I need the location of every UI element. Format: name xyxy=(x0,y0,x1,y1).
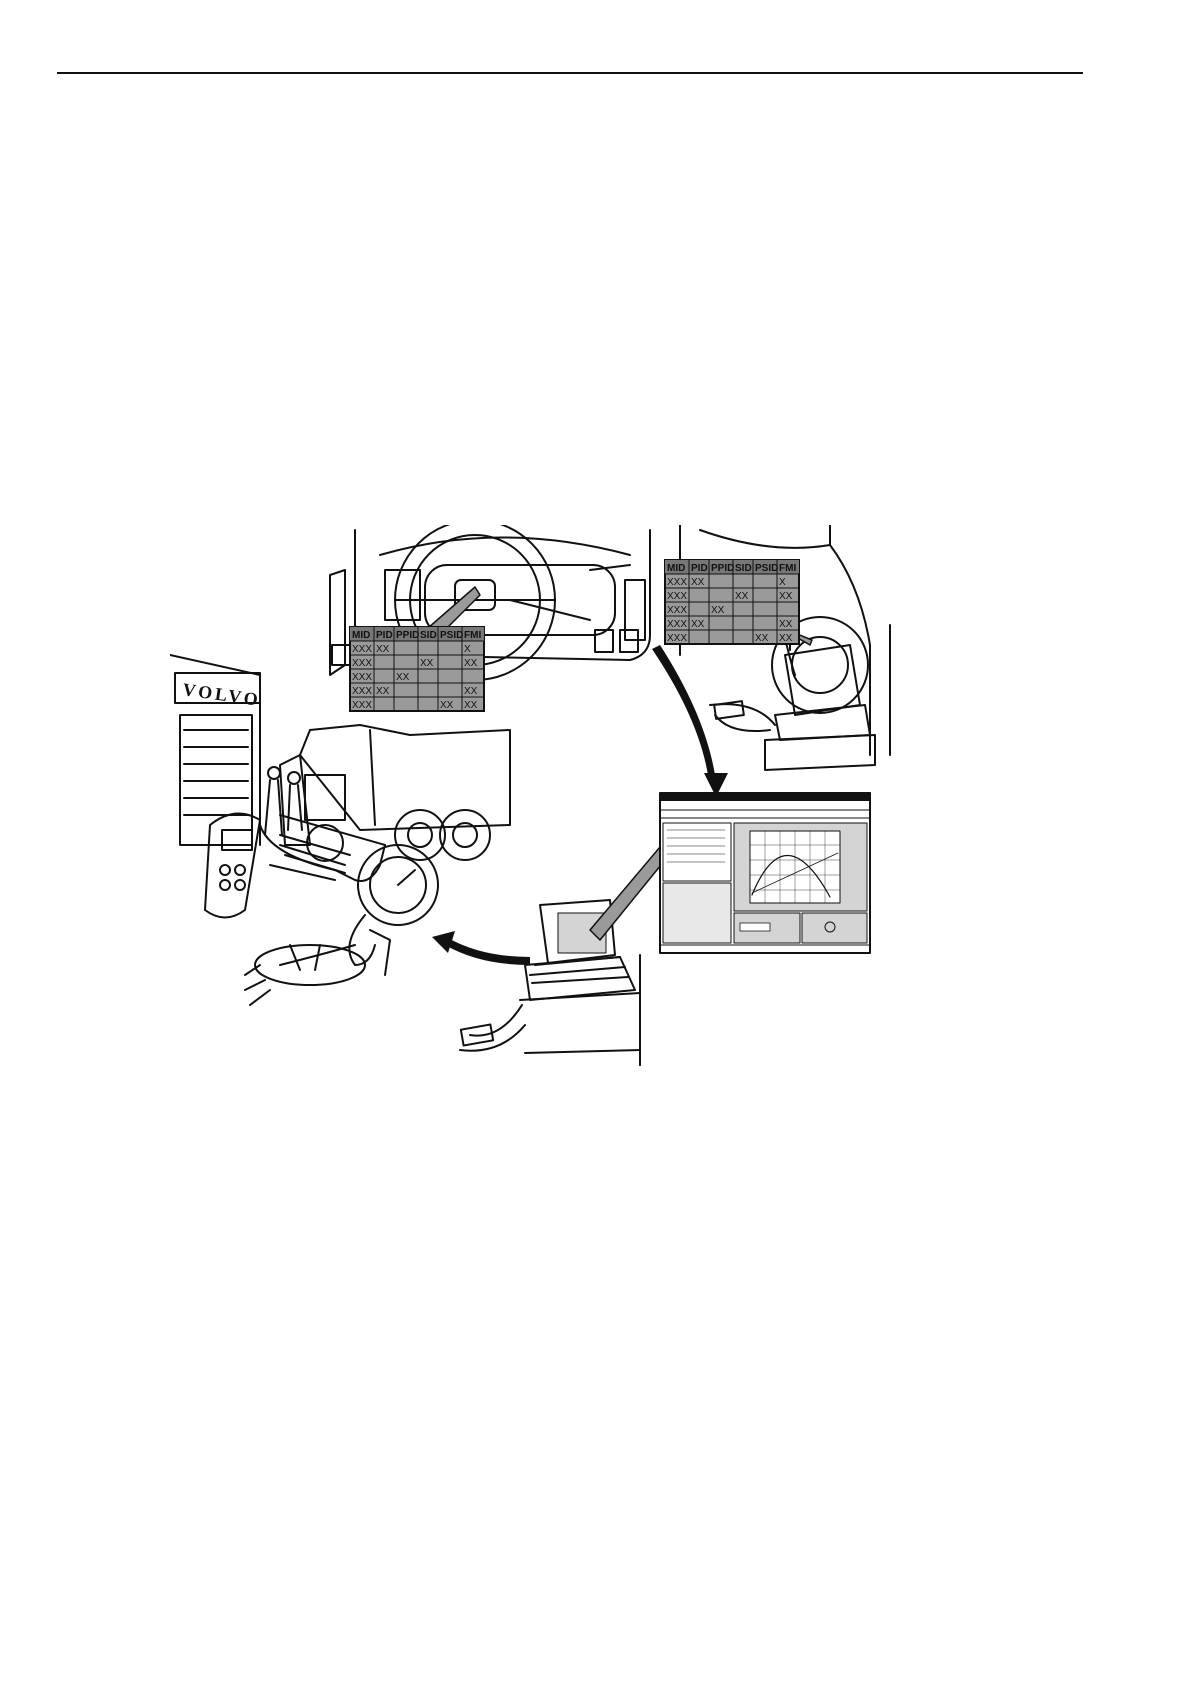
cell: XX xyxy=(779,591,793,602)
arrow-to-tools xyxy=(445,938,530,965)
cell: XX xyxy=(376,644,390,655)
cell: XXX xyxy=(667,577,687,588)
cell: XXX xyxy=(667,619,687,630)
cell: XX xyxy=(396,672,410,683)
cell: XXX xyxy=(352,658,372,669)
cell: XX xyxy=(464,700,478,711)
header-sid: SID xyxy=(735,563,752,574)
header-psid: PSID xyxy=(755,563,778,574)
header-sid: SID xyxy=(420,630,437,641)
fault-table-dashboard: MID PID PPID SID PSID FMI XXX XX X XXX X… xyxy=(350,627,484,711)
cell: XX xyxy=(779,633,793,644)
header-fmi: FMI xyxy=(779,563,796,574)
cell: XX xyxy=(691,577,705,588)
cell: XXX xyxy=(667,605,687,616)
cell: XX xyxy=(735,591,749,602)
cell: XXX xyxy=(667,633,687,644)
fault-table-vehicle: MID PID PPID SID PSID FMI XXX XX X XXX X… xyxy=(665,560,799,644)
cell: XXX xyxy=(352,686,372,697)
cell: XX xyxy=(779,619,793,630)
cell: XXX xyxy=(352,672,372,683)
cell: XXX xyxy=(352,644,372,655)
header-mid: MID xyxy=(667,563,685,574)
header-ppid: PPID xyxy=(711,563,734,574)
callout-bottom-laptop xyxy=(590,847,665,940)
analysis-software-window xyxy=(660,793,870,953)
cell: XX xyxy=(440,700,454,711)
arrow-to-analysis-screen xyxy=(652,645,715,775)
cell: XX xyxy=(464,686,478,697)
header-ppid: PPID xyxy=(396,630,419,641)
header-pid: PID xyxy=(691,563,708,574)
cell: XXX xyxy=(667,591,687,602)
cell: X xyxy=(464,644,471,655)
header-rule xyxy=(57,72,1083,74)
cell: XX xyxy=(755,633,769,644)
header-fmi: FMI xyxy=(464,630,481,641)
header-psid: PSID xyxy=(440,630,463,641)
cell: XX xyxy=(376,686,390,697)
cell: XX xyxy=(464,658,478,669)
diagnostic-workflow-illustration: MID PID PPID SID PSID FMI XXX XX X XXX X… xyxy=(170,525,950,1135)
volvo-sign-text: VOLVO xyxy=(181,679,262,710)
cell: X xyxy=(779,577,786,588)
cell: XX xyxy=(711,605,725,616)
diagnostic-tools-drawing xyxy=(205,814,438,1005)
cell: XX xyxy=(691,619,705,630)
header-pid: PID xyxy=(376,630,393,641)
header-mid: MID xyxy=(352,630,370,641)
cell: XXX xyxy=(352,700,372,711)
illustration-canvas: MID PID PPID SID PSID FMI XXX XX X XXX X… xyxy=(170,525,950,1135)
cell: XX xyxy=(420,658,434,669)
